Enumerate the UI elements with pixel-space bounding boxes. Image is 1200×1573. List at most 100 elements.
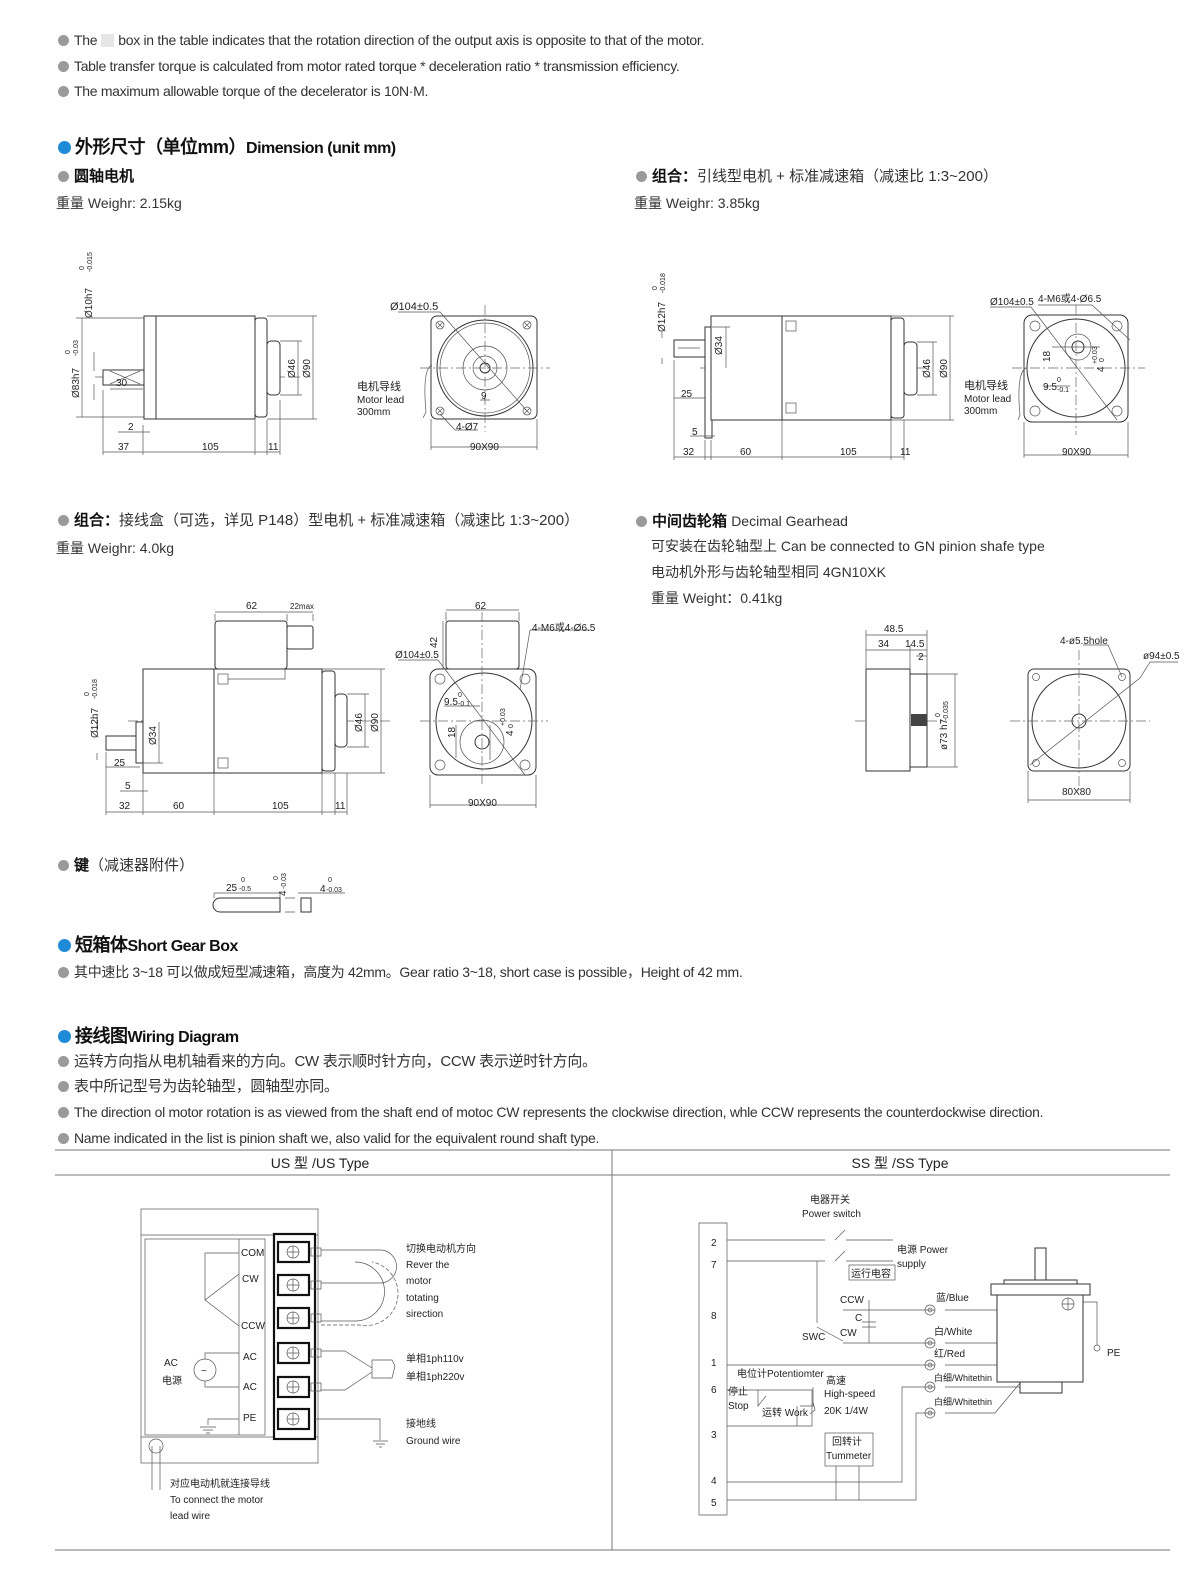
motor-lead-label: 300mm <box>357 407 390 418</box>
dim-label: Ø104±0.5 <box>395 650 439 661</box>
drawing-mark <box>1062 1298 1074 1310</box>
text: 其中速比 3~18 可以做成短型减速箱，高度为 42mm。Gear ratio … <box>74 964 743 980</box>
dimension-lines <box>1027 644 1178 803</box>
high-speed-label: 20K 1/4W <box>824 1406 868 1417</box>
key-long <box>212 897 281 913</box>
drawing-mark <box>522 406 532 416</box>
power-switch-label: Power switch <box>802 1209 861 1220</box>
dim-label: 22max <box>290 602 314 611</box>
dim-label: 9.5 <box>444 697 458 708</box>
drawing-mark <box>924 1304 936 1316</box>
dim-tolerance: -0.1 <box>1057 387 1069 394</box>
dim-label: Ø90 <box>370 713 381 732</box>
dim-label: 5 <box>692 427 698 438</box>
drawing-mark <box>927 1362 933 1368</box>
dim-label: ø94±0.5 <box>1143 651 1180 662</box>
run-capacitor-label: 运行电容 <box>851 1267 891 1280</box>
dim-tolerance: 0 <box>652 286 659 290</box>
dim-tolerance: -0.1 <box>458 701 470 708</box>
power-switch-label: 电器开关 <box>810 1193 850 1206</box>
drawing-mark <box>522 320 532 330</box>
bullet-icon <box>58 61 69 72</box>
drawing-mark <box>927 1384 933 1390</box>
work-label: 运转 Work <box>762 1406 809 1419</box>
drawing-mark <box>434 673 446 685</box>
shaft <box>673 339 707 358</box>
note-text: The <box>74 32 98 48</box>
gearhead-line: 电动机外形与齿轮轴型相同 4GN10XK <box>651 564 886 580</box>
dim-tolerance: -0.035 <box>943 701 950 721</box>
terminals <box>276 1240 322 1431</box>
swc-label: SWC <box>802 1332 825 1343</box>
drawing-mark <box>519 673 531 685</box>
drawing-mark <box>436 407 444 415</box>
terminal-label: CCW <box>241 1321 265 1332</box>
lead-combo-side-view: Ø12h7 0 -0.018 Ø34 25 5 32 60 105 11 Ø46… <box>652 273 954 460</box>
heading-en: Dimension (unit mm) <box>246 140 396 157</box>
mounting-holes <box>1032 673 1126 767</box>
bullet-icon <box>58 1081 69 1092</box>
drawing-mark <box>1111 320 1123 332</box>
reverse-label: totating <box>406 1293 439 1304</box>
title-text: 组合： <box>74 512 120 529</box>
drawing-mark <box>1019 1381 1063 1394</box>
decimal-gearhead-side-view: 48.5 34 14.5 2 ø73 h7 0 -0.035 <box>855 624 958 772</box>
drawing-mark <box>1029 320 1041 332</box>
key-title: 键（减速器附件） <box>58 854 194 875</box>
dim-label: 48.5 <box>884 624 904 635</box>
tachometer-label: Tummeter <box>826 1451 872 1462</box>
drawing-mark <box>287 1413 299 1425</box>
dimension-heading: 外形尺寸（单位mm）Dimension (unit mm) <box>58 133 396 159</box>
high-speed-label: 高速 <box>826 1374 846 1387</box>
gearbox-body <box>142 668 215 774</box>
dim-tolerance: -0.018 <box>660 273 667 293</box>
note-text: box in the table indicates that the rota… <box>118 32 705 48</box>
bullet-icon <box>58 86 69 97</box>
dim-label: 37 <box>118 442 130 453</box>
dim-label: 32 <box>119 801 131 812</box>
dim-label: 4 <box>505 730 516 736</box>
terminal-block <box>698 1222 728 1516</box>
gearhead-weight: 重量 Weight：0.41kg <box>651 588 782 608</box>
dim-tolerance: 0 <box>1099 358 1106 362</box>
terminal-number: 4 <box>711 1476 717 1487</box>
dim-label: 42 <box>429 636 440 648</box>
dim-label: 4-Ø7 <box>456 422 479 433</box>
terminal <box>276 1407 311 1431</box>
dim-label: 105 <box>202 442 219 453</box>
drawing-mark <box>785 402 797 414</box>
weight-cn: 重量 <box>634 195 662 211</box>
bullet-icon <box>636 516 647 527</box>
power-label: 单相1ph220v <box>406 1370 464 1383</box>
dim-tolerance: -0.5 <box>239 886 251 893</box>
drawing-mark <box>310 1382 322 1392</box>
dim-label: 11 <box>268 442 279 453</box>
rear-boss <box>266 340 281 396</box>
note-max-torque: The maximum allowable torque of the dece… <box>58 82 428 100</box>
drawing-mark <box>434 759 446 771</box>
drawing-mark <box>1118 673 1126 681</box>
drawing-mark <box>287 1381 299 1393</box>
note-text: Name indicated in the list is pinion sha… <box>74 1130 600 1146</box>
shaft-flat-mark <box>109 370 141 385</box>
weight-value: Weighr: 3.85kg <box>665 195 760 211</box>
dim-label: Ø12h7 <box>90 708 101 738</box>
drawing-mark <box>310 1313 322 1323</box>
rear-cap <box>321 670 336 772</box>
dim-label: ø73 h7 <box>939 718 950 750</box>
inner-panel <box>144 1238 266 1436</box>
weight-cn: 重量 <box>56 540 84 556</box>
drawing-mark <box>435 406 445 416</box>
drawing-mark <box>1118 759 1126 767</box>
ac-source-icon <box>193 1358 217 1382</box>
dim-label: Ø104±0.5 <box>990 297 1034 308</box>
lead-combo-weight: 重量 Weighr: 3.85kg <box>634 193 760 213</box>
title-text: 组合： <box>652 168 698 185</box>
bullet-icon <box>58 1056 69 1067</box>
us-wiring-diagram: ~ COM CW CCW AC AC PE AC 电源 切换电动机方向 Reve… <box>140 1208 476 1522</box>
dimension-lines <box>76 315 317 455</box>
drawing-mark <box>927 1340 933 1346</box>
terminal <box>276 1306 322 1330</box>
terminal-number: 5 <box>711 1498 717 1509</box>
dim-label: Ø46 <box>922 359 933 378</box>
